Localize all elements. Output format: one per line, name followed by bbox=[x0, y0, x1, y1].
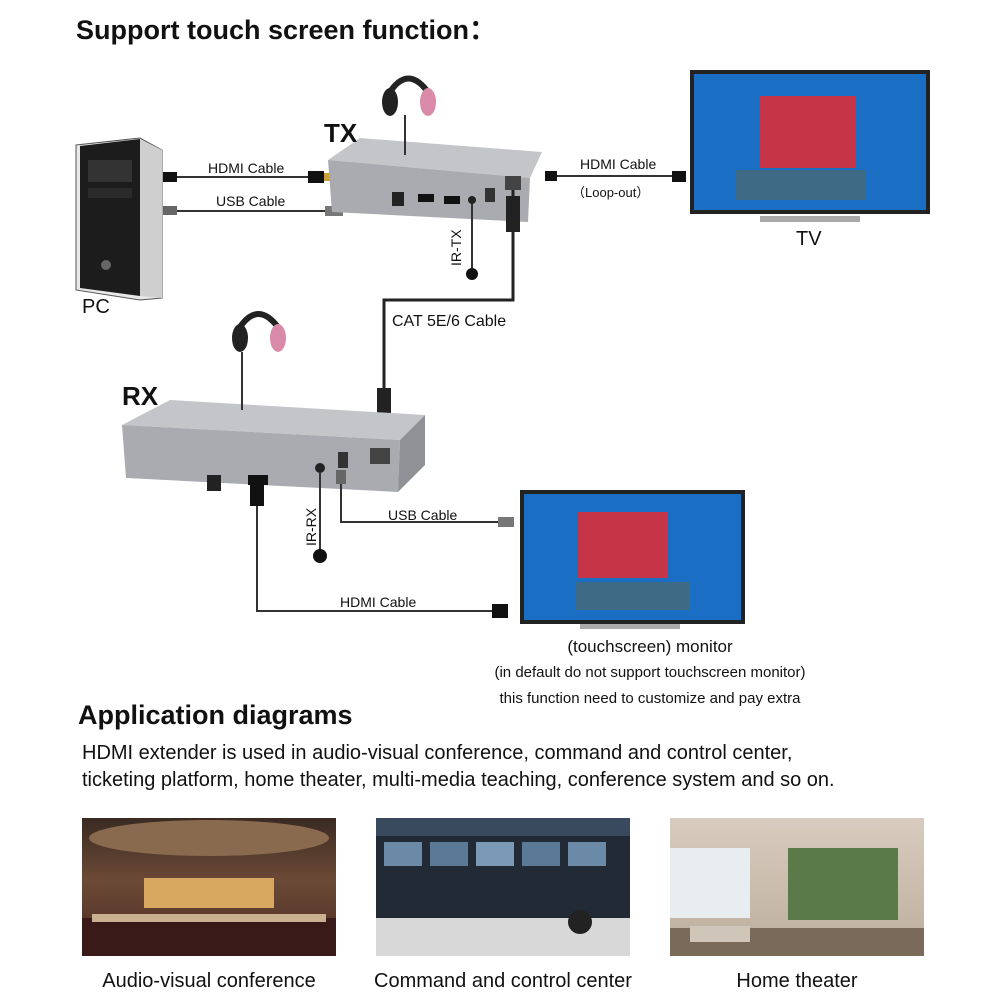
monitor-hdmi-cable bbox=[250, 484, 508, 618]
ir-tx-sensor-icon bbox=[466, 268, 478, 280]
pc-label: PC bbox=[82, 296, 110, 318]
rx-label: RX bbox=[122, 381, 159, 411]
conference-photo bbox=[82, 818, 336, 956]
caption-control-center: Command and control center bbox=[374, 970, 632, 992]
monitor-note-2: (in default do not support touchscreen m… bbox=[494, 664, 806, 681]
application-desc-1: HDMI extender is used in audio-visual co… bbox=[82, 742, 793, 764]
loop-out-label: （Loop-out） bbox=[572, 185, 650, 200]
caption-home-theater: Home theater bbox=[736, 970, 858, 992]
pc-hdmi-label: HDMI Cable bbox=[208, 160, 285, 176]
pc-hdmi-cable bbox=[163, 171, 330, 183]
application-heading: Application diagrams bbox=[78, 700, 353, 730]
ir-tx-label: IR-TX bbox=[448, 229, 464, 266]
monitor-notes: (touchscreen) monitor (in default do not… bbox=[440, 634, 860, 712]
home-theater-photo bbox=[670, 818, 924, 956]
rx-headphone-icon bbox=[232, 311, 286, 410]
ir-rx-label: IR-RX bbox=[303, 507, 319, 546]
monitor-note-3: this function need to customize and pay … bbox=[499, 690, 801, 707]
tv-label: TV bbox=[796, 228, 822, 250]
rx-extender-box bbox=[122, 400, 425, 492]
cat-cable-label: CAT 5E/6 Cable bbox=[392, 313, 507, 330]
monitor-hdmi-label: HDMI Cable bbox=[340, 594, 417, 610]
cat-cable bbox=[382, 190, 515, 395]
tv-hdmi-cable bbox=[545, 171, 686, 182]
touchscreen-monitor-icon bbox=[520, 490, 745, 629]
tv-icon bbox=[690, 70, 930, 222]
connection-diagram bbox=[75, 70, 930, 629]
control-center-photo bbox=[376, 818, 630, 956]
tx-label: TX bbox=[324, 118, 358, 148]
tv-hdmi-label: HDMI Cable bbox=[580, 156, 657, 172]
pc-usb-label: USB Cable bbox=[216, 193, 286, 209]
caption-conference: Audio-visual conference bbox=[102, 970, 316, 992]
application-desc-2: ticketing platform, home theater, multi-… bbox=[82, 769, 835, 791]
ir-rx-sensor-icon bbox=[313, 549, 327, 563]
pc-tower-icon bbox=[75, 137, 163, 301]
monitor-note-1: (touchscreen) monitor bbox=[567, 637, 733, 656]
tx-extender-box bbox=[328, 138, 542, 222]
touch-heading: Support touch screen function： bbox=[76, 15, 497, 45]
tx-headphone-icon bbox=[382, 75, 436, 155]
cat-connector-tx bbox=[506, 196, 520, 232]
monitor-usb-cable bbox=[336, 470, 514, 527]
monitor-usb-label: USB Cable bbox=[388, 507, 458, 523]
